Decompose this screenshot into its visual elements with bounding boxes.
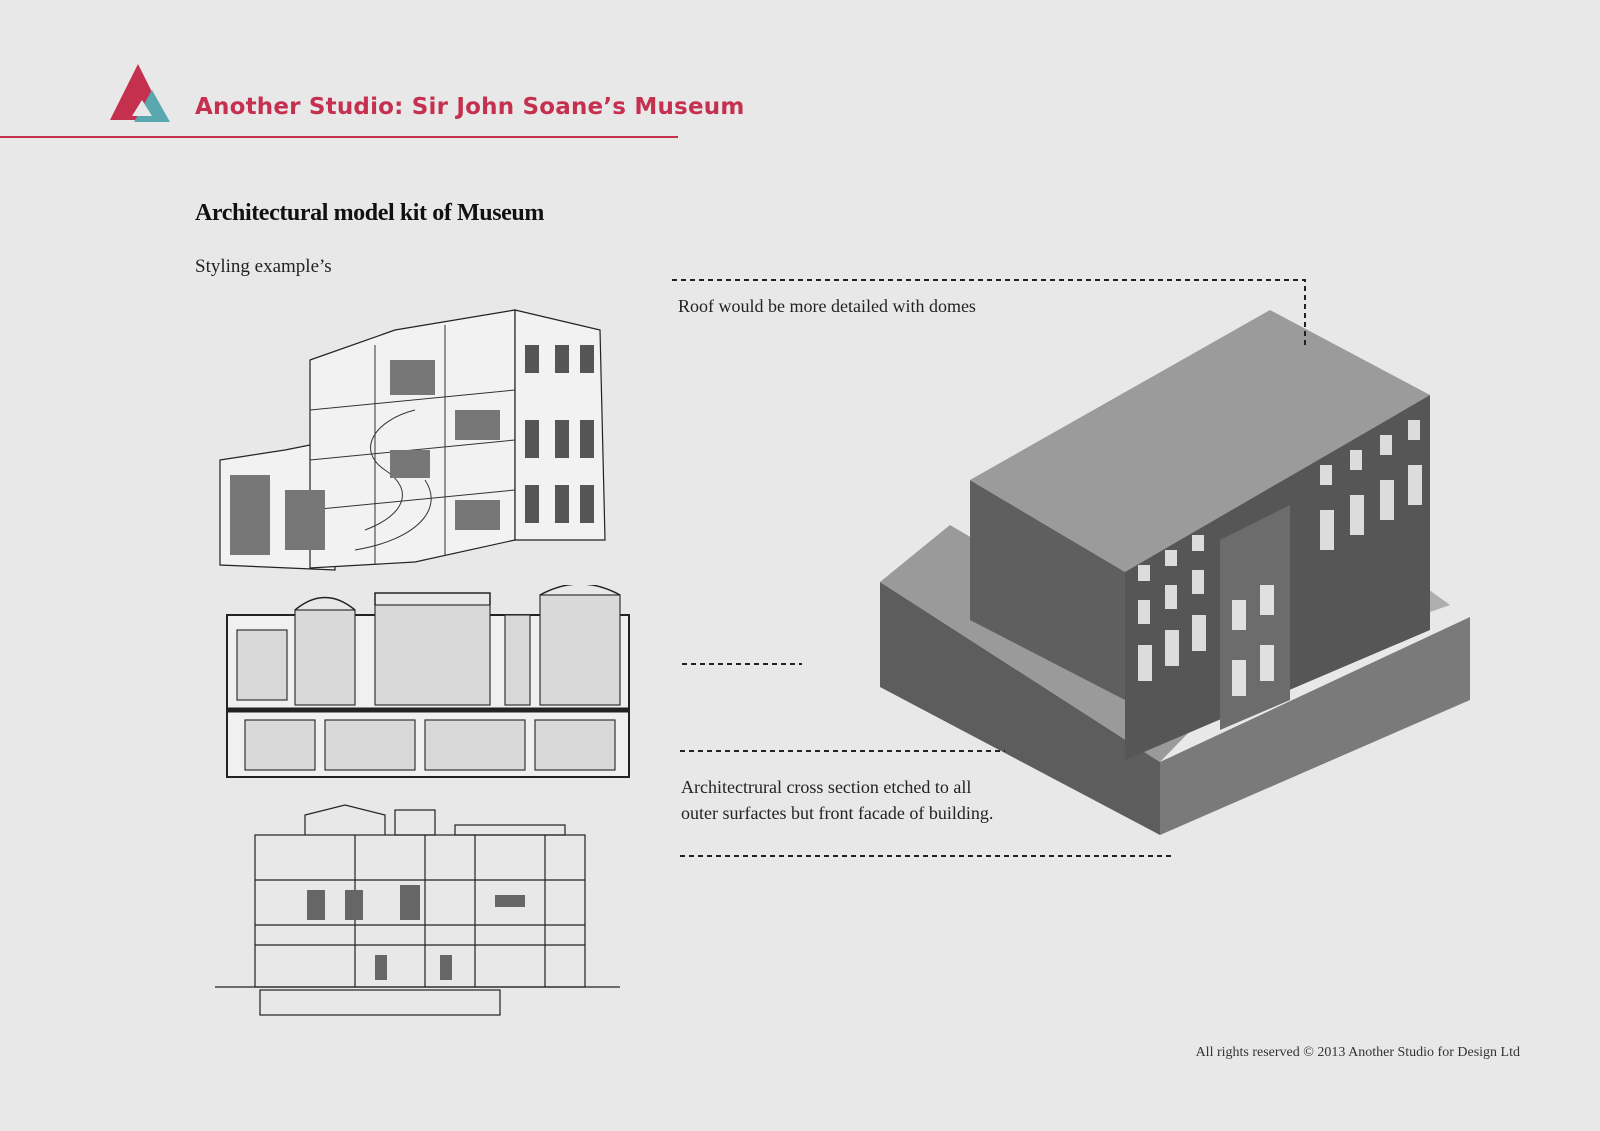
detailed-section-image (226, 585, 630, 778)
roof-leader-line (672, 279, 1306, 346)
page-subheading: Styling example’s (195, 256, 332, 277)
roof-annotation: Roof would be more detailed with domes (678, 296, 976, 316)
section-annotation-line-2: outer surfactes but front facade of buil… (681, 803, 994, 823)
section-annotation-line-1: Architectrural cross section etched to a… (681, 777, 972, 797)
section-top-leader-line (680, 750, 1005, 752)
header-divider (0, 136, 678, 138)
page-heading: Architectural model kit of Museum (195, 200, 544, 226)
mid-leader-line (682, 663, 802, 665)
page-header-title: Another Studio: Sir John Soane’s Museum (195, 94, 745, 120)
line-section-image (215, 804, 620, 1016)
copyright-footer: All rights reserved © 2013 Another Studi… (1195, 1045, 1520, 1060)
cutaway-illustration-image (219, 309, 606, 571)
section-bottom-leader-line (680, 855, 1175, 857)
studio-logo-icon (110, 64, 170, 122)
isometric-model-image (880, 310, 1470, 835)
